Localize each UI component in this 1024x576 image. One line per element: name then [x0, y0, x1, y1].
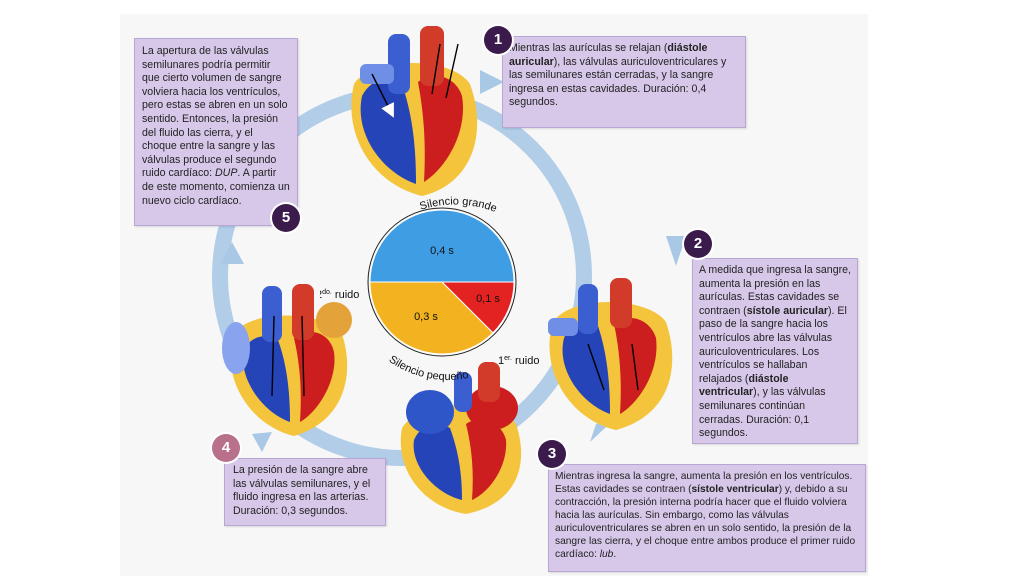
step-2-badge: 2	[684, 230, 712, 258]
step-1-text-b: ), las válvulas auriculoventriculares y …	[509, 55, 727, 109]
step-2-bold-b: diástole ventricular	[699, 372, 789, 399]
step-2-panel: A medida que ingresa la sangre, aumenta …	[692, 258, 858, 444]
step-2-text-a: A medida que ingresa la sangre, aumenta …	[699, 264, 851, 317]
cycle-arrowhead-4	[252, 432, 272, 452]
silencio-grande-label: Silencio grande	[418, 195, 498, 214]
step-5-panel: La apertura de las válvulas semilunares …	[134, 38, 298, 226]
step-1-panel: Mientras las aurículas se relajan (diást…	[502, 36, 746, 128]
step-5-text-b: . A partir de este momento, comienza un …	[142, 167, 290, 207]
pie-slice-small-silence	[369, 281, 494, 355]
pie-label-small-silence: 0,3 s	[414, 311, 438, 323]
step-4-panel: La presión de la sangre abre las válvula…	[224, 458, 386, 526]
pie-slice-large-silence	[369, 209, 515, 283]
step-3-text-c: .	[613, 549, 617, 560]
step-2-text-b: ). El paso de la sangre hacia los ventrí…	[699, 304, 847, 385]
heart-illustration-1	[351, 26, 478, 196]
silencio-pequeno-label: Silencio pequeño	[387, 353, 470, 383]
step-1-badge: 1	[484, 26, 512, 54]
step-4-badge: 4	[212, 434, 240, 462]
pie-slices	[369, 209, 515, 355]
step-1-bold: diástole auricular	[509, 42, 708, 68]
heart-illustration-4	[222, 284, 352, 436]
step-1-text-a: Mientras las aurículas se relajan (	[509, 42, 668, 54]
step-3-italic: lub	[599, 549, 614, 560]
step-5-text-a: La apertura de las válvulas semilunares …	[142, 45, 288, 180]
pie-outer-labels: Silencio grande Silencio pequeño 2do. ru…	[320, 195, 539, 383]
pie-label-large-silence: 0,4 s	[430, 245, 454, 257]
step-4-text: La presión de la sangre abre las válvula…	[233, 464, 371, 517]
step-3-bold: sístole ventricular	[691, 484, 779, 495]
step-2-text-c: ), y las válvulas semilunares continúan …	[699, 386, 826, 440]
second-sound-label: 2do. ruido	[320, 289, 359, 301]
pie-label-red: 0,1 s	[476, 293, 500, 305]
step-2-bold-a: sístole auricular	[746, 304, 828, 317]
step-3-badge: 3	[538, 440, 566, 468]
heart-illustration-2	[548, 278, 673, 430]
cardiac-cycle-diagram	[212, 26, 686, 514]
cycle-arrowhead-1	[480, 70, 504, 94]
duration-pie-chart: 0,4 s 0,1 s 0,3 s	[367, 207, 517, 357]
first-sound-label: 1er. ruido	[498, 355, 539, 367]
step-3-text-a: Mientras ingresa la sangre, aumenta la p…	[555, 471, 853, 495]
cycle-arrowhead-5	[220, 242, 244, 264]
cycle-arrowhead-2	[666, 236, 686, 266]
step-3-panel: Mientras ingresa la sangre, aumenta la p…	[548, 464, 866, 572]
heart-illustration-3	[400, 362, 522, 514]
step-3-text-b: ) y, debido a su contracción, la presión…	[555, 484, 856, 560]
step-5-badge: 5	[272, 204, 300, 232]
textbook-page: 0,4 s 0,1 s 0,3 s Silencio grande Silenc…	[120, 14, 868, 576]
step-5-italic: DUP	[215, 167, 238, 180]
